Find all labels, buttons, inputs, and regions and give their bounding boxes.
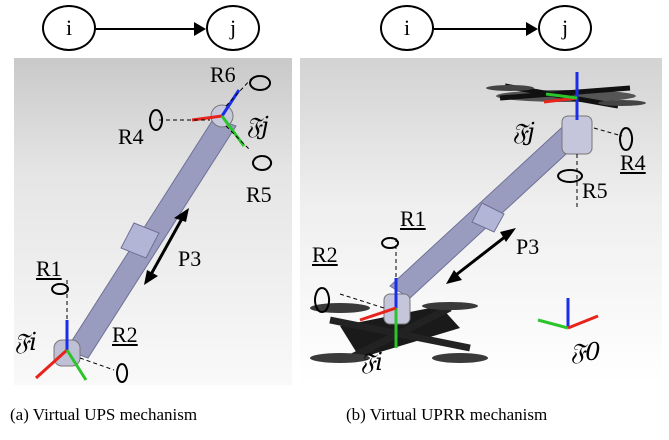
- prismatic-arrow: [451, 231, 511, 280]
- panel-ups-mechanism: R6 𝔉j R4 R5 P3 R1 R2 𝔉i: [14, 58, 292, 385]
- node-label: i: [403, 15, 411, 40]
- prismatic-link: [65, 117, 237, 359]
- label-r6: R6: [210, 62, 236, 87]
- label-frame-i: 𝔉i: [360, 348, 383, 376]
- label-r2: R2: [112, 322, 138, 347]
- label-frame-0: 𝔉0: [570, 338, 601, 366]
- prismatic-arrow: [147, 214, 186, 279]
- node-j-a: j: [206, 5, 260, 51]
- label-frame-j: 𝔉j: [246, 112, 269, 140]
- label-r4: R4: [118, 124, 144, 149]
- drone-i: [310, 293, 488, 363]
- label-r2: R2: [312, 242, 338, 267]
- label-r1: R1: [400, 206, 426, 231]
- edge-arrow-b: [434, 22, 538, 36]
- label-frame-j: 𝔉j: [512, 118, 535, 146]
- node-i-a: i: [42, 5, 96, 51]
- label-frame-i: 𝔉i: [14, 328, 37, 356]
- label-p3: P3: [178, 246, 202, 271]
- caption-b: (b) Virtual UPRR mechanism: [346, 405, 548, 424]
- caption-a: (a) Virtual UPS mechanism: [10, 405, 198, 424]
- node-label: j: [561, 15, 569, 40]
- node-label: i: [65, 15, 73, 40]
- ups-mechanism-drawing: [34, 75, 273, 383]
- uprr-mechanism-drawing: [310, 72, 646, 363]
- label-p3: P3: [516, 234, 540, 259]
- world-frame-axes: [537, 298, 599, 330]
- label-r4: R4: [620, 150, 646, 175]
- label-r5: R5: [582, 178, 608, 203]
- node-i-b: i: [380, 5, 434, 51]
- drone-j: [486, 83, 646, 109]
- label-r5: R5: [246, 182, 272, 207]
- node-j-b: j: [538, 5, 592, 51]
- edge-arrow-a: [96, 22, 206, 36]
- label-r1: R1: [36, 256, 62, 281]
- panel-uprr-mechanism: 𝔉j R4 R5 R1 R2 P3 𝔉i 𝔉0: [300, 58, 662, 385]
- node-label: j: [229, 15, 237, 40]
